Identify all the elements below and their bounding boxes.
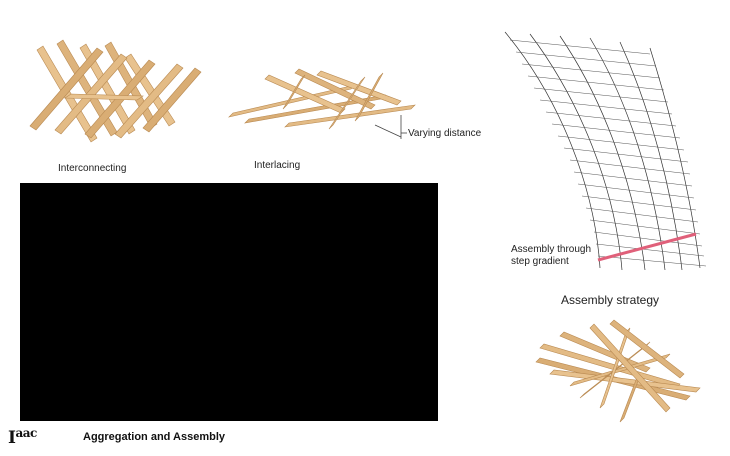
- interconnecting-illustration: [29, 39, 202, 143]
- stacked-sticks-illustration: [535, 319, 701, 423]
- caption-assembly-strategy: Assembly strategy: [561, 293, 660, 307]
- footer-title: Aggregation and Assembly: [83, 431, 226, 443]
- caption-varying-distance: Varying distance: [408, 128, 482, 139]
- logo-sup: aac: [15, 426, 37, 440]
- caption-assembly-through: Assembly through: [511, 244, 592, 255]
- caption-interlacing: Interlacing: [254, 160, 301, 171]
- interlacing-illustration: [228, 68, 416, 139]
- logo-main: I: [8, 428, 16, 448]
- video-frame[interactable]: [20, 183, 438, 421]
- assembly-strategy-illustration: [504, 31, 707, 271]
- caption-step-gradient: step gradient: [511, 256, 569, 267]
- gradient-line: [597, 232, 697, 262]
- caption-interconnecting: Interconnecting: [58, 163, 127, 174]
- iaac-logo: Iaac: [8, 426, 37, 448]
